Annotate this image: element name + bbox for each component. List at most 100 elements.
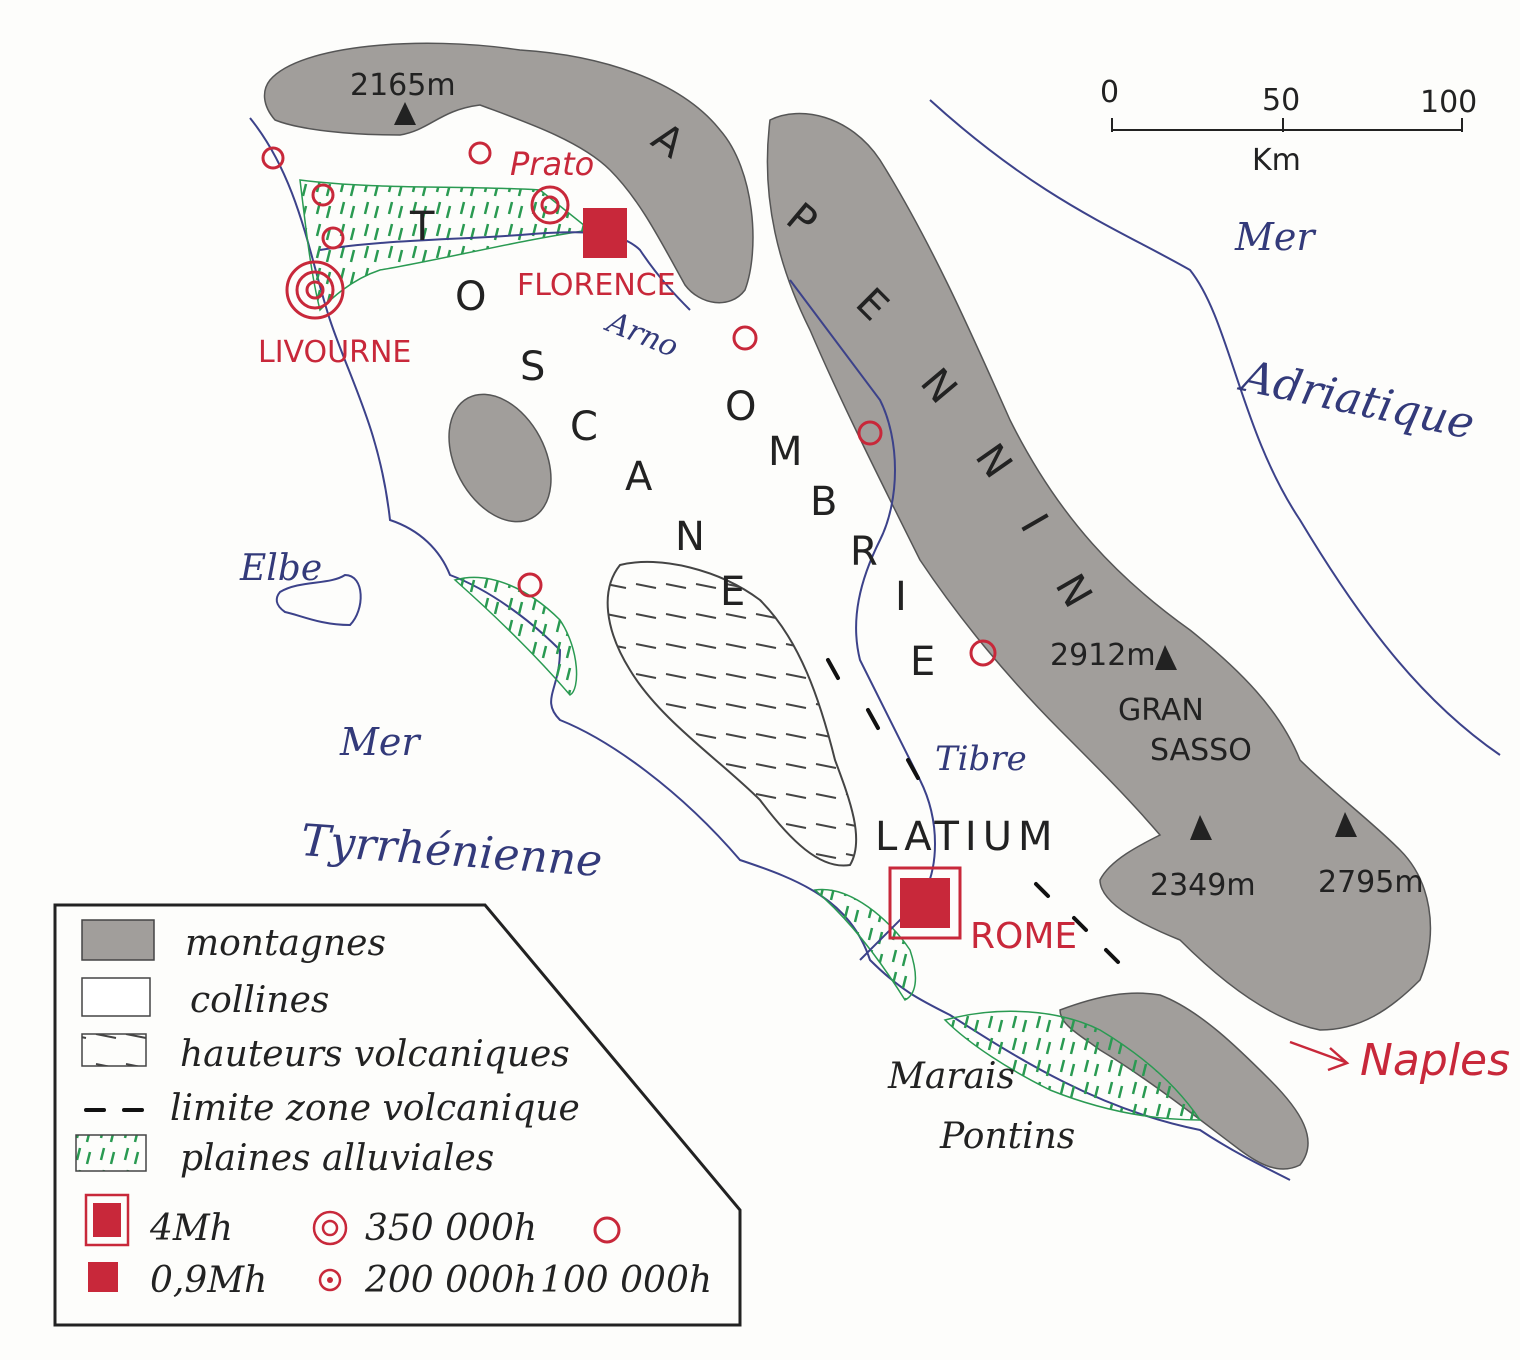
- city-marker-small: [311, 183, 335, 207]
- alluvial-pontine: [943, 1010, 1202, 1121]
- mountain-apennin: [766, 112, 1432, 1031]
- ombrie-letter: O: [725, 384, 756, 430]
- city-marker-small: [969, 639, 997, 667]
- city-marker-small: [857, 420, 883, 446]
- city-marker-small: [732, 325, 758, 351]
- peak-icon: [1335, 812, 1357, 837]
- volcanic-heights: [606, 560, 858, 867]
- florence-marker: [583, 208, 627, 258]
- mountain-north: [263, 42, 754, 304]
- rome-marker-outer: [888, 866, 962, 940]
- adriatic-coastline: [929, 99, 1501, 756]
- toscane-letter: E: [720, 569, 745, 615]
- ombrie-letter: B: [810, 479, 837, 525]
- city-markers: [261, 141, 997, 667]
- livorno-label: LIVOURNE: [258, 335, 411, 370]
- peak-label: 2795m: [1318, 865, 1424, 900]
- peak-icon: [1155, 645, 1177, 670]
- livorno-marker-inner: [305, 280, 325, 300]
- peak-label: GRAN: [1118, 693, 1204, 728]
- city-marker-small: [261, 146, 285, 170]
- legend-swatch-200k-inner: [327, 1277, 333, 1283]
- elba-label: Elbe: [239, 548, 322, 589]
- legend-label-100k: 100 000h: [540, 1260, 712, 1301]
- florence-label: FLORENCE: [517, 268, 676, 303]
- legend-swatch-hills: [81, 977, 151, 1017]
- legend-label-350k: 350 000h: [365, 1208, 537, 1249]
- peak-icon: [394, 102, 416, 125]
- legend-label-200k: 200 000h: [364, 1260, 537, 1301]
- adriatic-label-mer: Mer: [1234, 215, 1317, 259]
- ombrie-letter: M: [768, 429, 803, 475]
- prato-marker-inner: [540, 195, 560, 215]
- tyrrhenian-label-name: Tyrrhénienne: [299, 815, 604, 887]
- legend-label-volcanic: hauteurs volcaniques: [180, 1034, 570, 1075]
- prato-marker: [530, 185, 570, 225]
- alluvial-arno: [299, 179, 592, 312]
- legend-swatch-mountains: [81, 919, 155, 961]
- marais-label: Marais: [887, 1056, 1015, 1097]
- peak-label: 2349m: [1150, 868, 1256, 903]
- toscane-letter: T: [409, 204, 435, 250]
- scale-tick-0: 0: [1100, 75, 1119, 110]
- arno-river: [319, 231, 691, 311]
- toscane-letter: S: [520, 344, 545, 390]
- toscane-letter: A: [625, 454, 653, 500]
- legend-label-4m: 4Mh: [149, 1208, 233, 1249]
- peak-label: SASSO: [1150, 733, 1252, 768]
- peak-markers: [394, 102, 1357, 840]
- scale-tick-50: 50: [1262, 83, 1300, 118]
- region-toscane: T O S C A N E: [409, 204, 745, 615]
- legend-swatch-alluvial: [75, 1134, 147, 1172]
- legend-label-alluvial: plaines alluviales: [180, 1138, 494, 1179]
- livorno-marker-mid: [295, 270, 335, 310]
- ombrie-letter: I: [895, 574, 907, 620]
- naples-arrow-icon: [1289, 1040, 1350, 1072]
- region-ombrie: O M B R I E: [725, 384, 935, 685]
- city-marker-small: [468, 141, 492, 165]
- city-marker-small: [517, 572, 543, 598]
- legend: montagnes collines hauteurs volcaniques …: [53, 903, 742, 1327]
- legend-frame: [53, 903, 742, 1327]
- toscane-letter: C: [570, 404, 598, 450]
- pontins-label: Pontins: [939, 1116, 1075, 1157]
- toscane-letter: N: [675, 514, 705, 560]
- elba-island: [275, 573, 362, 627]
- alluvial-grosseto: [453, 576, 578, 696]
- prato-label: Prato: [510, 145, 594, 183]
- city-marker-small: [321, 226, 345, 250]
- legend-label-hills: collines: [190, 980, 329, 1021]
- region-latium: LATIUM: [875, 814, 1058, 860]
- legend-label-mountains: montagnes: [185, 923, 386, 964]
- legend-swatch-volcanic: [81, 1033, 147, 1067]
- rome-label: ROME: [970, 916, 1077, 957]
- peak-label: 2165m: [350, 68, 456, 103]
- legend-swatch-350k-inner: [321, 1219, 339, 1237]
- livorno-marker: [285, 260, 345, 320]
- alluvial-tiber: [813, 888, 917, 1001]
- legend-swatch-100k: [593, 1216, 621, 1244]
- legend-swatch-09m: [88, 1262, 118, 1292]
- adriatic-label-name: Adriatique: [1234, 350, 1479, 450]
- mountain-tuscany-small: [448, 393, 552, 523]
- peak-icon: [1190, 815, 1212, 840]
- scale-tick-100: 100: [1420, 85, 1477, 120]
- legend-swatch-200k: [318, 1268, 342, 1292]
- scale-bar: 0 50 100 Km: [1100, 75, 1477, 178]
- arno-label: Arno: [599, 304, 683, 365]
- tiber-label: Tibre: [935, 739, 1027, 779]
- ombrie-letter: E: [910, 639, 935, 685]
- legend-label-09m: 0,9Mh: [150, 1260, 267, 1301]
- legend-swatch-350k: [312, 1210, 348, 1246]
- scale-unit: Km: [1252, 143, 1301, 178]
- legend-label-volcanic-limit: limite zone volcanique: [170, 1088, 580, 1129]
- ombrie-letter: R: [850, 529, 878, 575]
- naples-label: Naples: [1360, 1035, 1510, 1086]
- tyrrhenian-label-mer: Mer: [339, 720, 422, 764]
- peak-label: 2912m: [1050, 638, 1156, 673]
- rome-marker: [900, 878, 950, 928]
- volcanic-limit-line: [826, 658, 1120, 964]
- legend-swatch-4m-outer: [84, 1193, 130, 1247]
- toscane-letter: O: [455, 274, 486, 320]
